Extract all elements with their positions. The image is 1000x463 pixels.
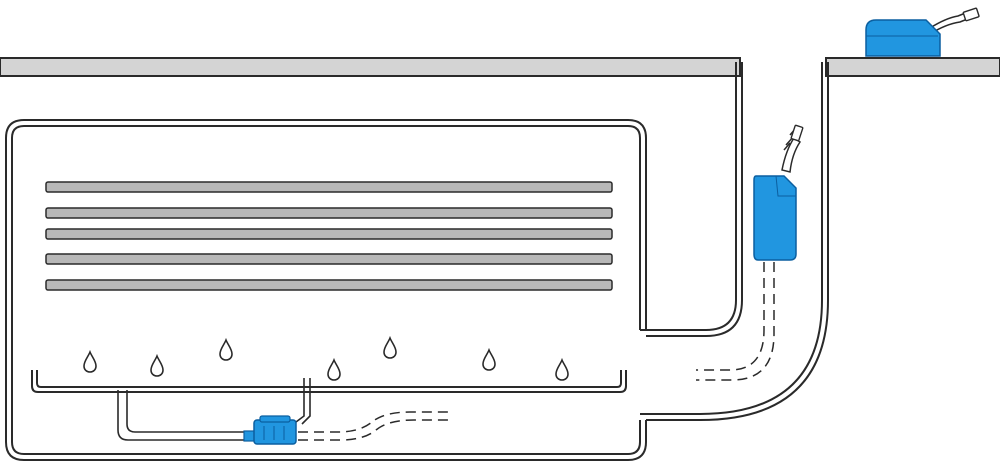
water-drop-icon bbox=[383, 337, 397, 359]
coil-fin bbox=[45, 181, 613, 193]
water-drop-icon bbox=[83, 351, 97, 373]
water-drop-icon bbox=[327, 359, 341, 381]
water-drop-icon bbox=[555, 359, 569, 381]
coil-fin bbox=[45, 207, 613, 219]
reservoir-pump bbox=[243, 415, 297, 445]
coil-fin bbox=[45, 279, 613, 291]
float-switch-rod bbox=[295, 378, 311, 425]
coil-fin bbox=[45, 253, 613, 265]
drain-duct bbox=[640, 62, 829, 421]
evaporator-coil-fins bbox=[45, 181, 613, 291]
suction-tube bbox=[117, 390, 252, 441]
coil-fin bbox=[45, 228, 613, 240]
discharge-tube-dashed bbox=[298, 411, 448, 441]
water-droplets bbox=[83, 337, 569, 381]
water-drop-icon bbox=[150, 355, 164, 377]
water-drop-icon bbox=[219, 339, 233, 361]
water-drop-icon bbox=[482, 349, 496, 371]
wall-pump-tube-dashed bbox=[696, 262, 775, 381]
condensate-tray bbox=[31, 370, 627, 393]
indoor-unit-casing bbox=[5, 119, 647, 461]
ceiling-slab bbox=[0, 57, 1000, 77]
wall-mounted-pump bbox=[753, 124, 804, 261]
roof-pump bbox=[865, 7, 980, 57]
